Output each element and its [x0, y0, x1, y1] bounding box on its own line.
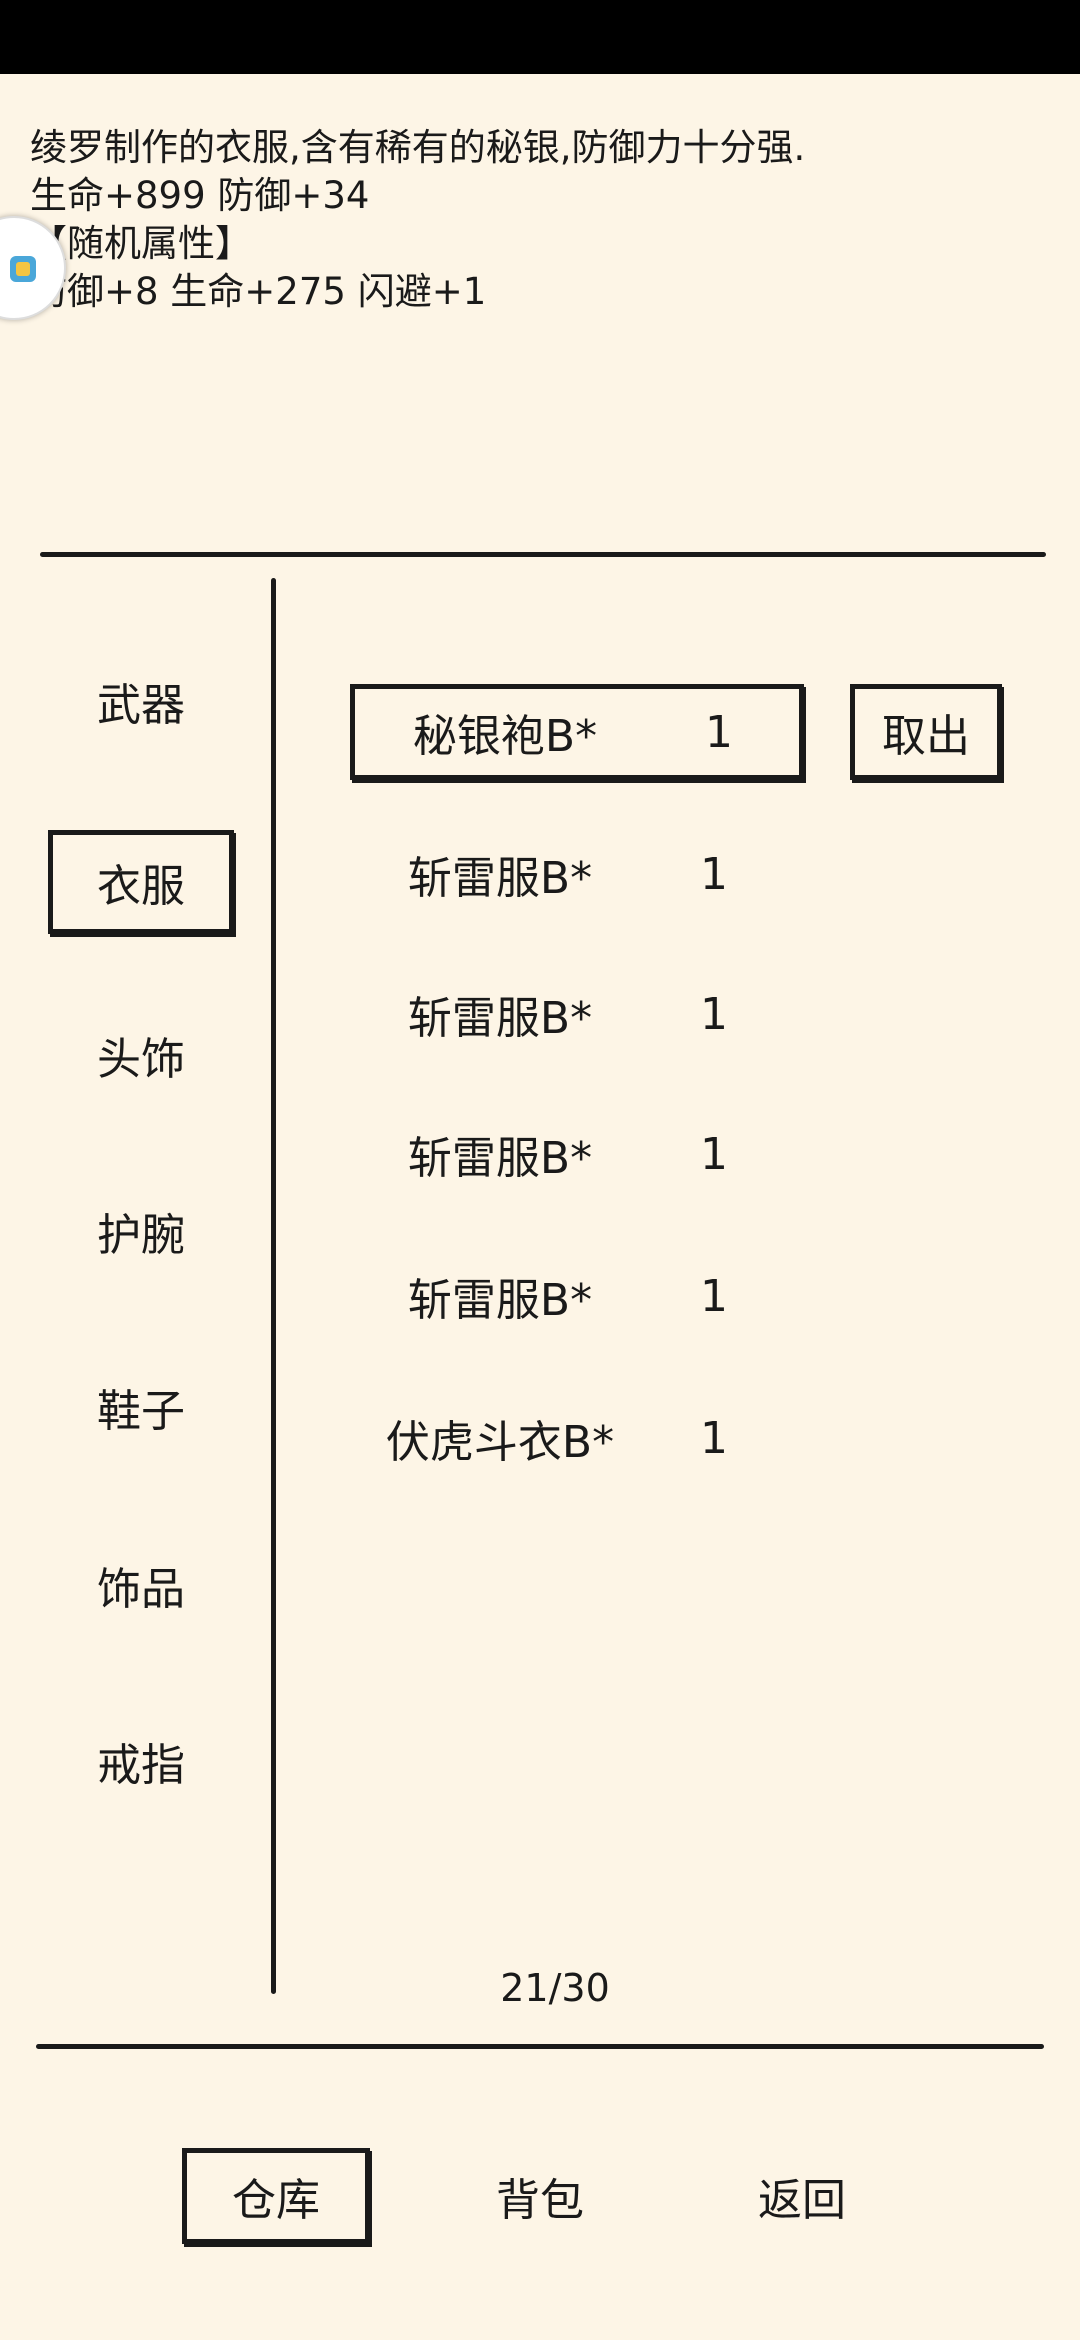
category-ring[interactable]: 戒指: [48, 1714, 234, 1818]
item-name: 斩雷服B*: [407, 1133, 593, 1184]
category-label: 鞋子: [97, 1386, 185, 1437]
item-row[interactable]: 秘银袍B* 1: [350, 684, 804, 780]
item-name: 斩雷服B*: [407, 1275, 593, 1326]
item-row[interactable]: 斩雷服B* 1: [350, 1248, 804, 1344]
item-flavor-text: 绫罗制作的衣服,含有稀有的秘银,防御力十分强.: [30, 126, 806, 169]
item-count: 1: [700, 1270, 728, 1322]
bottom-divider: [36, 2044, 1044, 2049]
take-out-label: 取出: [882, 711, 970, 762]
assistant-logo-dot-icon: [16, 262, 30, 276]
category-label: 衣服: [97, 861, 185, 912]
category-label: 头饰: [97, 1034, 185, 1085]
item-count: 1: [705, 706, 733, 758]
item-count: 1: [700, 988, 728, 1040]
item-random-header: 【随机属性】: [30, 222, 252, 265]
item-count: 1: [700, 1128, 728, 1180]
top-divider: [40, 552, 1046, 557]
category-label: 护腕: [97, 1210, 185, 1261]
item-name: 秘银袍B*: [412, 711, 598, 762]
category-label: 武器: [97, 680, 185, 731]
category-clothes[interactable]: 衣服: [48, 830, 234, 934]
item-name: 伏虎斗衣B*: [385, 1417, 615, 1468]
item-random-stats: 防御+8 生命+275 闪避+1: [30, 270, 487, 313]
warehouse-label: 仓库: [232, 2175, 320, 2226]
item-row[interactable]: 伏虎斗衣B* 1: [350, 1390, 804, 1486]
status-bar: [0, 0, 1080, 74]
category-shoes[interactable]: 鞋子: [48, 1360, 234, 1464]
category-accessory[interactable]: 饰品: [48, 1538, 234, 1642]
category-label: 饰品: [97, 1564, 185, 1615]
backpack-label: 背包: [496, 2175, 584, 2226]
item-row[interactable]: 斩雷服B* 1: [350, 826, 804, 922]
category-headwear[interactable]: 头饰: [48, 1008, 234, 1112]
vertical-divider: [271, 578, 276, 1994]
item-base-stats: 生命+899 防御+34: [30, 174, 370, 217]
item-row[interactable]: 斩雷服B* 1: [350, 1106, 804, 1202]
category-label: 戒指: [97, 1740, 185, 1791]
take-out-button[interactable]: 取出: [850, 684, 1002, 780]
item-count: 1: [700, 1412, 728, 1464]
item-row[interactable]: 斩雷服B* 1: [350, 966, 804, 1062]
item-description: 绫罗制作的衣服,含有稀有的秘银,防御力十分强. 生命+899 防御+34 【随机…: [30, 124, 805, 316]
item-name: 斩雷服B*: [407, 993, 593, 1044]
item-name: 斩雷服B*: [407, 853, 593, 904]
back-label: 返回: [758, 2175, 846, 2226]
page-indicator: 21/30: [500, 1966, 610, 2010]
back-button[interactable]: 返回: [708, 2148, 896, 2244]
category-weapon[interactable]: 武器: [48, 654, 234, 758]
category-bracer[interactable]: 护腕: [48, 1184, 234, 1288]
warehouse-button[interactable]: 仓库: [182, 2148, 370, 2244]
item-count: 1: [700, 848, 728, 900]
backpack-button[interactable]: 背包: [446, 2148, 634, 2244]
